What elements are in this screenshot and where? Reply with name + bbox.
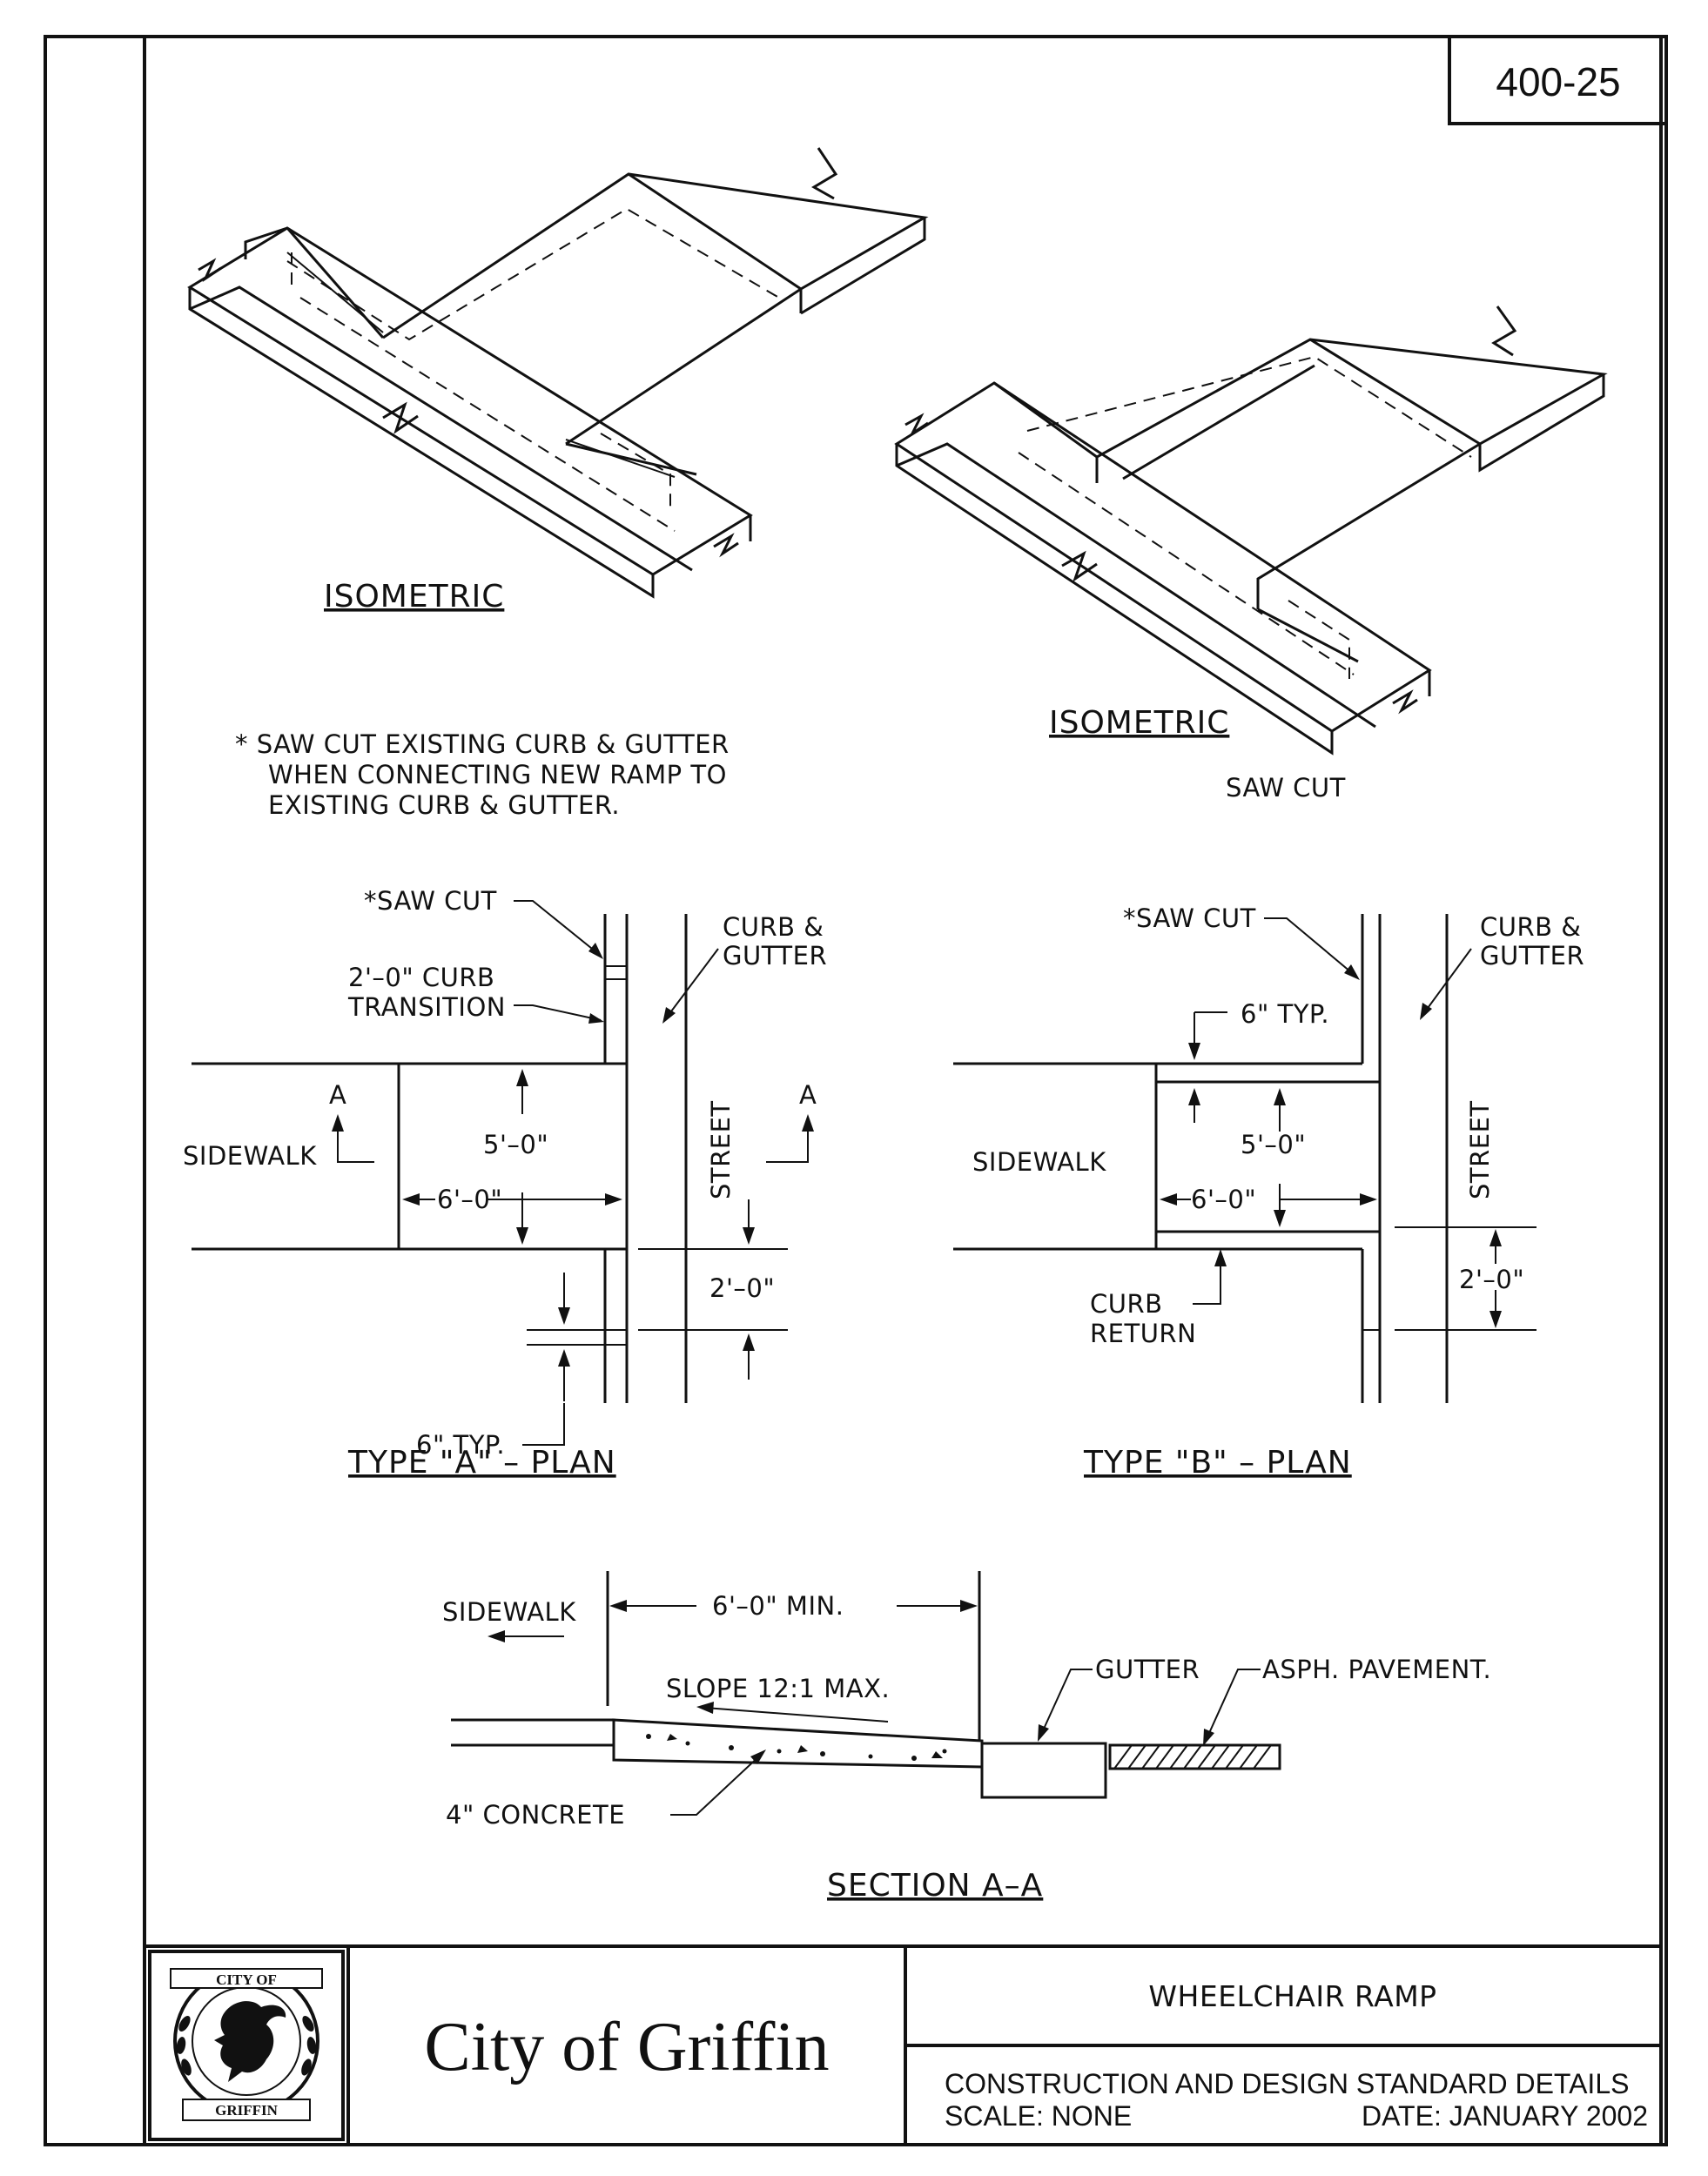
- section-title: SECTION A–A: [827, 1868, 1043, 1904]
- isometric-type-a: [187, 147, 929, 599]
- type-a-section-marker-left: A: [329, 1080, 346, 1110]
- type-b-sidewalk: SIDEWALK: [972, 1147, 1106, 1177]
- sheet-number-box: 400-25: [1448, 35, 1668, 125]
- sheet-number: 400-25: [1496, 59, 1620, 104]
- isometric-type-b: [894, 306, 1608, 756]
- type-b-dim-length: 6'–0": [1191, 1185, 1256, 1214]
- type-b-curb-gutter-1: CURB &: [1480, 912, 1581, 942]
- general-note: * SAW CUT EXISTING CURB & GUTTER WHEN CO…: [235, 729, 730, 820]
- type-a-saw-cut: *SAW CUT: [364, 886, 497, 916]
- date-label: DATE: JANUARY 2002: [1362, 2100, 1648, 2132]
- type-b-dim-typ: 6" TYP.: [1241, 999, 1329, 1029]
- type-a-section-marker-right: A: [799, 1080, 817, 1110]
- griffin-emblem: [214, 2001, 286, 2082]
- type-b-dim-width: 5'–0": [1241, 1130, 1306, 1159]
- type-a-curb-gutter-1: CURB &: [723, 912, 824, 942]
- type-a-dim-transition: 2'–0": [709, 1273, 775, 1303]
- section-concrete: 4" CONCRETE: [446, 1800, 625, 1830]
- type-a-transition-1: 2'–0" CURB: [348, 963, 494, 992]
- type-a-labels: *SAW CUT 2'–0" CURB TRANSITION CURB & GU…: [183, 886, 827, 1481]
- title-block: [145, 1944, 1661, 2145]
- organization-name: City of Griffin: [424, 2009, 829, 2085]
- city-seal: CITY OF GRIFFIN: [170, 1968, 323, 2121]
- note-line-1: * SAW CUT EXISTING CURB & GUTTER: [235, 729, 730, 759]
- concrete-stipple: [646, 1734, 947, 1761]
- type-a-dim-length: 6'–0": [437, 1185, 502, 1214]
- isometric-b-title: ISOMETRIC: [1049, 705, 1229, 741]
- section-labels: SIDEWALK 6'–0" MIN. SLOPE 12:1 MAX. GUTT…: [442, 1591, 1491, 1904]
- note-line-2: WHEN CONNECTING NEW RAMP TO: [268, 760, 727, 789]
- seal-bottom-text: GRIFFIN: [215, 2102, 279, 2119]
- asphalt-hatch: [1113, 1744, 1272, 1770]
- type-b-dim-transition: 2'–0": [1459, 1265, 1524, 1294]
- type-b-curb-return-2: RETURN: [1090, 1319, 1196, 1348]
- type-b-labels: *SAW CUT CURB & GUTTER 6" TYP. SIDEWALK …: [972, 903, 1584, 1481]
- note-line-3: EXISTING CURB & GUTTER.: [268, 790, 620, 820]
- section-slope: SLOPE 12:1 MAX.: [666, 1674, 890, 1703]
- type-a-dim-width: 5'–0": [483, 1130, 548, 1159]
- type-a-plan: [192, 900, 814, 1446]
- isometric-b-note: SAW CUT: [1226, 773, 1346, 803]
- type-a-sidewalk: SIDEWALK: [183, 1141, 317, 1171]
- seal-top-text: CITY OF: [216, 1971, 277, 1988]
- standards-series: CONSTRUCTION AND DESIGN STANDARD DETAILS: [945, 2068, 1629, 2099]
- section-pavement: ASPH. PAVEMENT.: [1262, 1655, 1491, 1684]
- type-a-curb-gutter-2: GUTTER: [723, 941, 827, 970]
- type-b-curb-gutter-2: GUTTER: [1480, 941, 1584, 970]
- type-b-saw-cut: *SAW CUT: [1123, 903, 1256, 933]
- type-b-street: STREET: [1465, 1100, 1495, 1199]
- type-a-title: TYPE "A" – PLAN: [347, 1445, 616, 1481]
- section-dim-min: 6'–0" MIN.: [712, 1591, 844, 1621]
- type-a-street: STREET: [706, 1100, 736, 1199]
- type-a-transition-2: TRANSITION: [347, 992, 506, 1022]
- scale-label: SCALE: NONE: [945, 2100, 1132, 2132]
- type-b-plan: [953, 914, 1537, 1403]
- type-a-dim-typ: 6" TYP.: [416, 1430, 505, 1460]
- type-b-title: TYPE "B" – PLAN: [1083, 1445, 1352, 1481]
- isometric-a-title: ISOMETRIC: [324, 579, 504, 615]
- type-b-curb-return-1: CURB: [1090, 1289, 1163, 1319]
- sheet-frame: [44, 35, 1668, 2146]
- section-sidewalk: SIDEWALK: [442, 1597, 576, 1627]
- section-gutter: GUTTER: [1095, 1655, 1200, 1684]
- section-a-a: [451, 1571, 1281, 1816]
- drawing-title: WHEELCHAIR RAMP: [1148, 1979, 1436, 2013]
